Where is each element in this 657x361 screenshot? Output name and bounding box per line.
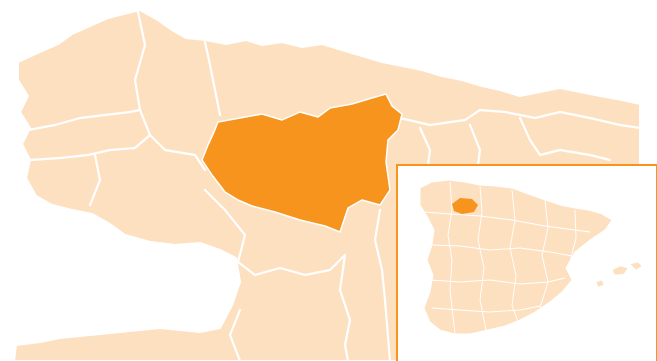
- region-border: [398, 108, 642, 130]
- inset-province-border: [429, 277, 566, 285]
- region-border: [88, 153, 102, 207]
- region-border: [133, 10, 207, 172]
- region-border: [203, 40, 222, 117]
- inset-province-border: [569, 209, 577, 263]
- inset-province-border: [423, 211, 591, 233]
- inset-map: [396, 164, 657, 361]
- balearic-island: [595, 279, 605, 288]
- spain-outline: [419, 179, 613, 335]
- region-border: [228, 308, 242, 361]
- inset-province-border: [509, 189, 519, 323]
- inset-highlighted-region: [452, 198, 478, 214]
- inset-province-border: [447, 181, 456, 335]
- highlighted-region-leon: [201, 93, 403, 233]
- region-border: [373, 208, 392, 361]
- region-border: [518, 116, 612, 162]
- region-border: [28, 133, 152, 162]
- inset-province-border: [539, 199, 549, 309]
- balearic-island: [629, 261, 643, 271]
- inset-province-border: [431, 305, 541, 313]
- region-border: [26, 108, 142, 132]
- region-border: [338, 253, 352, 361]
- region-border: [418, 126, 432, 167]
- inset-province-border: [477, 185, 487, 331]
- region-border: [203, 188, 347, 277]
- region-border: [468, 123, 482, 167]
- inset-province-border: [431, 244, 573, 257]
- balearic-island: [611, 265, 629, 276]
